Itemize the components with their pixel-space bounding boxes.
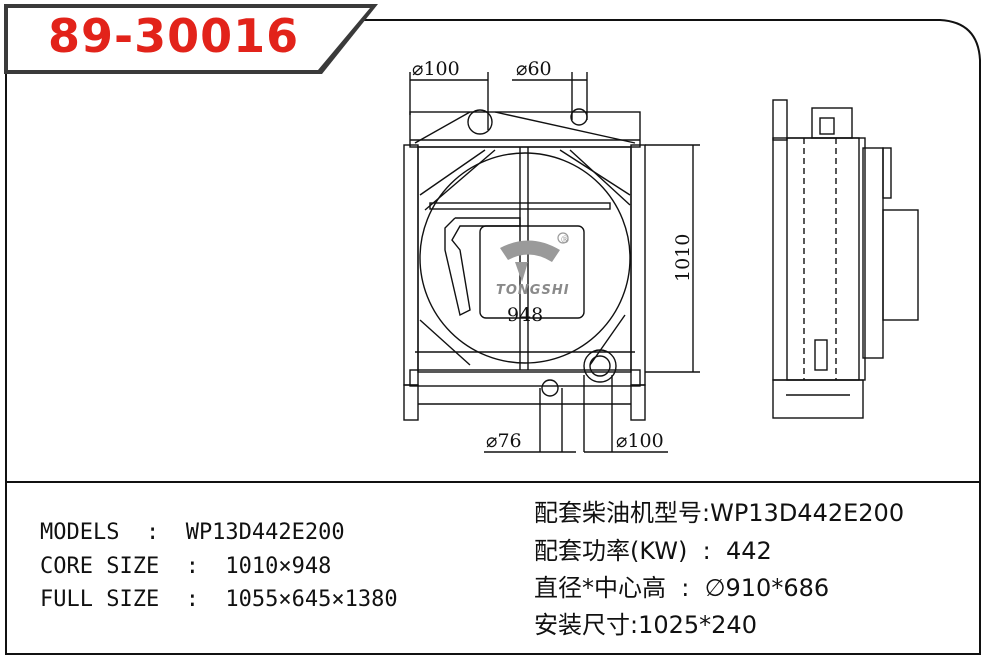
spec-full-size: FULL SIZE : 1055×645×1380 [40, 587, 398, 612]
spec-engine-model: 配套柴油机型号:WP13D442E200 [534, 499, 905, 527]
front-view [403, 72, 700, 453]
title-band-inner [8, 8, 370, 70]
dim-bottom-right-diameter: ⌀100 [616, 430, 664, 452]
registered-mark: ® [560, 235, 570, 246]
spec-models: MODELS : WP13D442E200 [40, 520, 345, 545]
part-number-title: 89-30016 [48, 9, 300, 63]
dim-height: 1010 [672, 233, 694, 282]
dim-width: 948 [507, 304, 544, 326]
spec-diameter-center-height: 直径*中心高 : ∅910*686 [534, 574, 830, 602]
spec-core-size: CORE SIZE : 1010×948 [40, 554, 332, 579]
spec-power: 配套功率(KW) : 442 [534, 537, 772, 565]
dim-bottom-left-diameter: ⌀76 [486, 430, 522, 452]
frame-border [5, 19, 981, 655]
tongshi-logo-icon [500, 232, 569, 282]
brand-name: TONGSHI [496, 283, 570, 298]
dim-top-left-diameter: ⌀100 [412, 58, 460, 80]
spec-mount-size: 安装尺寸:1025*240 [534, 611, 757, 639]
side-view [772, 99, 919, 419]
dim-top-right-diameter: ⌀60 [516, 58, 552, 80]
